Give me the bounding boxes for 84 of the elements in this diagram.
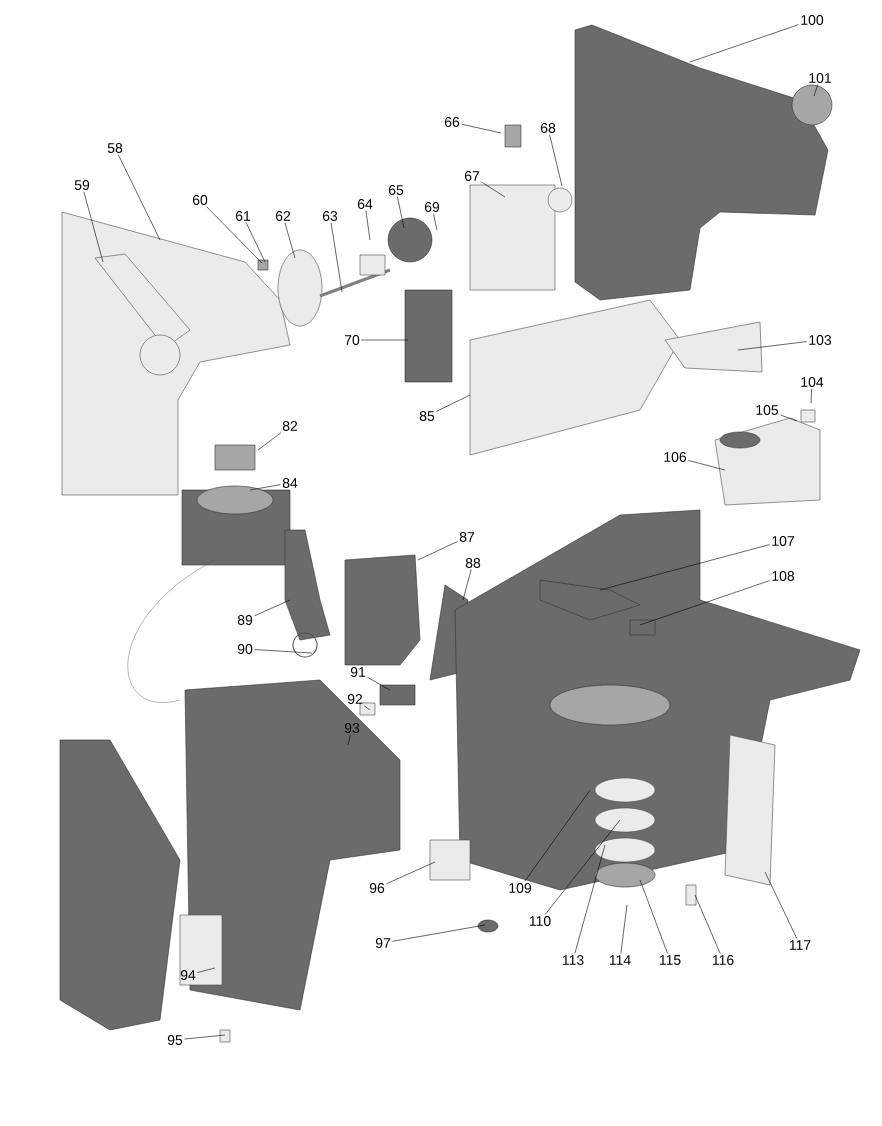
leader-line — [694, 894, 721, 954]
leader-line — [347, 734, 351, 746]
callout-number: 64 — [357, 199, 373, 209]
leader-line — [461, 123, 502, 134]
callout-number: 115 — [659, 955, 681, 965]
callout-number: 62 — [275, 211, 291, 221]
leader-line — [206, 206, 263, 264]
callout-number: 63 — [322, 211, 338, 221]
callout-number: 85 — [419, 411, 435, 421]
callout-number: 100 — [801, 15, 824, 25]
callout-number: 93 — [344, 723, 360, 733]
callout-number: 70 — [344, 335, 360, 345]
callout-number: 84 — [282, 478, 298, 488]
callout-number: 69 — [424, 202, 440, 212]
leader-line — [481, 181, 506, 198]
leader-line — [197, 967, 216, 973]
callout-number: 59 — [74, 180, 90, 190]
callout-number: 103 — [809, 335, 832, 345]
callout-number: 114 — [609, 955, 631, 965]
leader-line — [549, 134, 563, 187]
callout-number: 117 — [789, 940, 811, 950]
leader-line — [639, 879, 668, 954]
leader-line — [639, 580, 770, 626]
leader-line — [83, 191, 104, 263]
leader-line — [813, 84, 819, 97]
callout-number: 110 — [529, 916, 551, 926]
leader-line — [361, 339, 409, 341]
leader-line — [436, 394, 471, 412]
leader-line — [599, 544, 770, 591]
callout-number: 113 — [562, 955, 584, 965]
callout-number: 91 — [350, 667, 366, 677]
callout-number: 94 — [180, 970, 196, 980]
callout-number: 87 — [459, 532, 475, 542]
callout-number: 58 — [107, 143, 123, 153]
callout-number: 65 — [388, 185, 404, 195]
leader-line — [780, 414, 798, 422]
leader-line — [689, 24, 799, 63]
callout-number: 97 — [375, 938, 391, 948]
leader-line — [574, 844, 606, 954]
callout-number: 82 — [282, 421, 298, 431]
leader-line — [620, 904, 628, 954]
callout-number: 88 — [465, 558, 481, 568]
leader-line — [810, 388, 812, 404]
callout-number: 89 — [237, 615, 253, 625]
callout-number: 101 — [809, 73, 831, 83]
leader-line — [417, 541, 458, 561]
callout-number: 107 — [772, 536, 794, 546]
leader-line — [254, 599, 291, 617]
leader-line — [330, 222, 343, 293]
callout-number: 90 — [237, 644, 253, 654]
leader-line — [257, 432, 282, 451]
callout-number: 106 — [664, 452, 687, 462]
leader-line — [397, 196, 405, 229]
leader-line — [363, 705, 371, 711]
leader-line — [184, 1034, 226, 1040]
callout-number: 66 — [444, 117, 460, 127]
leader-line — [365, 210, 371, 241]
leader-line — [688, 460, 726, 471]
leader-line — [764, 871, 798, 939]
leader-line — [367, 677, 391, 691]
callout-number: 104 — [801, 377, 824, 387]
callout-number: 108 — [772, 571, 795, 581]
leader-line — [544, 819, 621, 915]
leader-line — [392, 924, 486, 942]
leader-line — [433, 213, 438, 231]
leader-line — [386, 861, 436, 885]
leader-line — [117, 154, 161, 241]
callout-number: 92 — [347, 694, 363, 704]
callout-number: 105 — [756, 405, 779, 415]
leader-line — [284, 222, 296, 259]
callout-number: 109 — [509, 883, 531, 893]
callout-number: 95 — [167, 1035, 183, 1045]
callout-number: 116 — [712, 955, 734, 965]
callout-number: 60 — [192, 195, 208, 205]
callout-number: 67 — [464, 171, 480, 181]
leader-line — [462, 569, 472, 601]
leader-line — [245, 222, 266, 263]
callout-number: 61 — [235, 211, 251, 221]
leader-line — [254, 649, 313, 654]
callout-number: 96 — [369, 883, 385, 893]
leader-line — [249, 484, 281, 491]
leader-line — [737, 341, 807, 351]
callout-number: 68 — [540, 123, 556, 133]
leader-line — [524, 789, 591, 882]
